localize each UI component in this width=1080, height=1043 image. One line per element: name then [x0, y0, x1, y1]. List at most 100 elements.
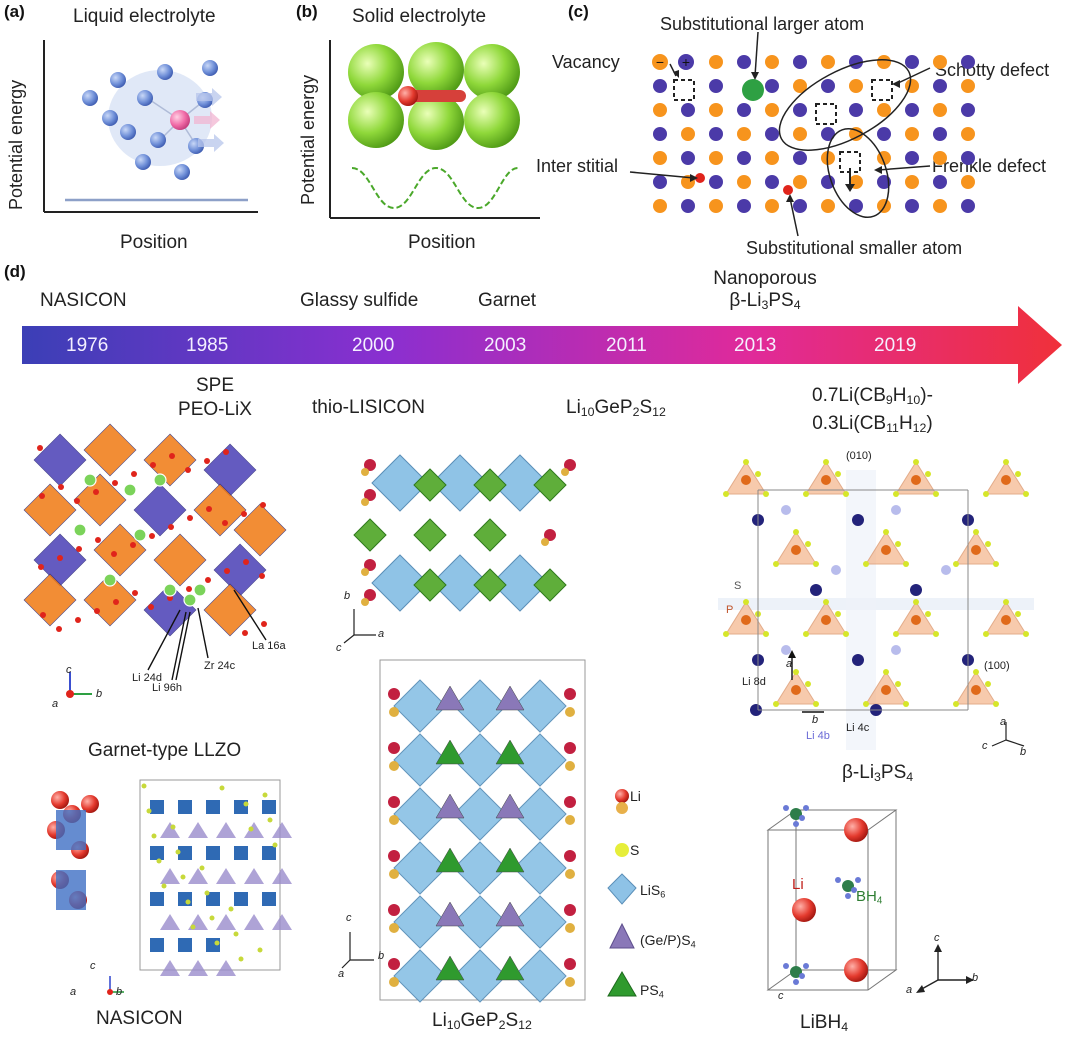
lps-p	[821, 475, 831, 485]
nasicon-node	[262, 792, 268, 798]
lgps-tetra	[495, 685, 525, 711]
lps-s	[723, 631, 729, 637]
nasicon-block	[178, 892, 192, 906]
lgps-lis6	[393, 787, 447, 841]
lps-p	[741, 475, 751, 485]
cb1-a-sub: 9	[885, 393, 893, 408]
oxygen-atom	[185, 467, 191, 473]
milestone-nanoporous: Nanoporous β-Li3PS4	[705, 268, 825, 316]
garnet-polyhedron	[33, 433, 87, 487]
nasicon-tetrahedron	[272, 914, 292, 930]
lps-s	[913, 599, 919, 605]
lgps-cap-c: S	[505, 1010, 519, 1031]
lps-s	[805, 541, 811, 547]
lattice-atom	[653, 199, 667, 213]
lattice-atom	[681, 199, 695, 213]
lgps-li	[388, 850, 400, 862]
lattice-atom	[849, 127, 863, 141]
lgps-lis6	[393, 841, 447, 895]
lps-s	[1023, 491, 1029, 497]
lgps-lis6	[393, 949, 447, 1003]
lps-p	[741, 615, 751, 625]
nasicon-node	[257, 947, 263, 953]
libh4-c-label: c	[778, 990, 784, 1002]
lps-s	[773, 701, 779, 707]
lps-s	[895, 681, 901, 687]
lgps-lis6	[393, 895, 447, 949]
lps-atoms	[723, 459, 1029, 716]
lgps-s	[541, 538, 549, 546]
lgps-cap-b-sub: 2	[498, 1018, 506, 1033]
lgps-s	[389, 707, 399, 717]
garnet-polyhedron	[193, 483, 247, 537]
lgps-s	[389, 977, 399, 987]
lps-s	[953, 701, 959, 707]
oxygen-atom	[242, 630, 248, 636]
nasicon-axis-a: a	[70, 986, 77, 998]
lattice-atom	[793, 127, 807, 141]
lgps-ps4	[413, 568, 447, 602]
lps-s	[933, 631, 939, 637]
lithium-atom	[183, 593, 197, 607]
oxygen-atom	[94, 608, 100, 614]
nasicon-structure	[47, 779, 292, 995]
lattice-atom	[933, 103, 947, 117]
nanoporous-sub2: 4	[793, 298, 801, 313]
lgps-li	[388, 688, 400, 700]
libh4-cap-text: LiBH	[800, 1012, 842, 1033]
lgps-li	[388, 958, 400, 970]
lattice-atom	[765, 55, 779, 69]
minus-sign: −	[656, 54, 664, 70]
lattice-atom	[961, 199, 975, 213]
lps-s	[793, 669, 799, 675]
lattice-atom	[961, 79, 975, 93]
lattice-atom	[709, 79, 723, 93]
lgps-lis6	[513, 679, 567, 733]
lgps-top-polyhedra	[353, 454, 576, 612]
lattice-atom	[793, 175, 807, 189]
lgps-li	[388, 904, 400, 916]
lgps-tetra	[435, 793, 465, 819]
lattice-atom	[709, 199, 723, 213]
lgps-cap-c-sub: 12	[518, 1018, 532, 1033]
lgps-lis6	[393, 733, 447, 787]
libh4-cap-sub: 4	[841, 1020, 849, 1035]
nasicon-block	[150, 800, 164, 814]
garnet-polyhedron	[153, 533, 207, 587]
oxygen-atom	[38, 564, 44, 570]
lgps-lis6	[513, 949, 567, 1003]
nasicon-node	[228, 906, 234, 912]
libh4-axes	[916, 944, 974, 993]
lattice-atom	[765, 199, 779, 213]
year-2003: 2003	[484, 335, 527, 356]
legend-gep-label: (Ge/P)S4	[640, 932, 696, 949]
lattice-atom	[793, 199, 807, 213]
lgps-bottom-axis-b: b	[378, 950, 385, 962]
legend-li-label: Li	[630, 788, 641, 804]
nasicon-node	[214, 940, 220, 946]
nasicon-node	[170, 824, 176, 830]
nanoporous-sub1: 3	[761, 298, 769, 313]
lgps-s	[389, 869, 399, 879]
libh4-bh4-sub: 4	[876, 895, 883, 907]
garnet-structure	[23, 423, 287, 698]
nasicon-node	[175, 849, 181, 855]
timeline-arrow	[22, 306, 1062, 384]
libh4-b	[842, 880, 854, 892]
lgps-top-axis-c: c	[336, 642, 342, 654]
cb2-b: H	[898, 413, 913, 435]
lattice-atom	[877, 103, 891, 117]
lgps-lis6	[491, 554, 549, 612]
garnet-polyhedron	[83, 423, 137, 477]
lps-p	[971, 545, 981, 555]
lps-s	[883, 669, 889, 675]
garnet-axis-b: b	[96, 688, 103, 700]
lgps-tetra	[435, 901, 465, 927]
lps-s	[973, 669, 979, 675]
panel-c-label: (c)	[568, 2, 589, 21]
lgps-li	[388, 742, 400, 754]
nasicon-tetrahedron	[160, 960, 180, 976]
lps-s	[973, 529, 979, 535]
lgps-s	[361, 568, 369, 576]
lps-p	[1001, 475, 1011, 485]
